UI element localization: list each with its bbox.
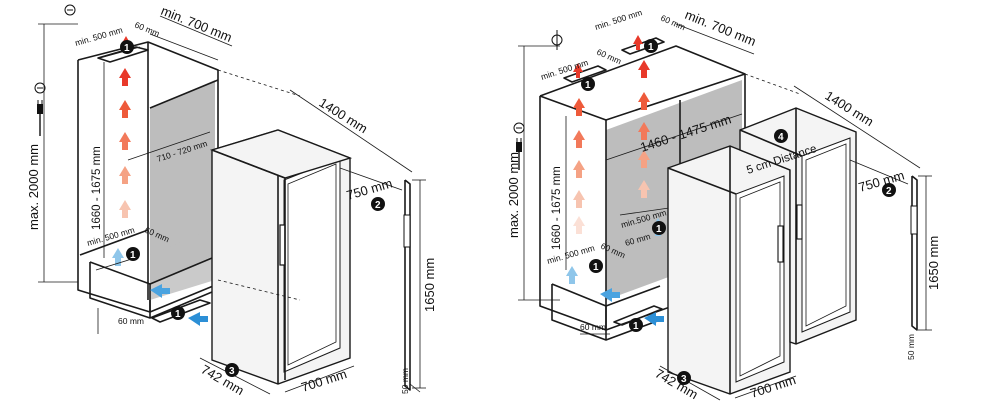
- right-top-vent-width: min. 500 mm: [594, 7, 644, 32]
- left-plinth-depth: 60 mm: [118, 316, 144, 326]
- right-dimensions: [518, 23, 932, 401]
- left-top-vent-width: min. 500 mm: [74, 25, 124, 48]
- left-top-vent-depth: 60 mm: [133, 20, 161, 39]
- svg-text:1: 1: [593, 262, 599, 273]
- left-top-depth: min. 700 mm: [159, 3, 234, 45]
- badge-1-top-a: 1: [644, 39, 658, 53]
- right-top-vent-depth: 60 mm: [659, 13, 687, 33]
- svg-text:2: 2: [886, 186, 892, 197]
- badge-1-low: 1: [589, 259, 603, 273]
- left-appliance: [209, 129, 411, 391]
- svg-text:3: 3: [681, 374, 687, 385]
- right-appliance-front: [667, 145, 791, 395]
- badge-2: 2: [371, 197, 385, 211]
- left-dimensions: [38, 15, 426, 395]
- badge-2: 2: [882, 183, 896, 197]
- svg-text:1: 1: [585, 80, 591, 91]
- left-inner-height: 1660 - 1675 mm: [91, 146, 103, 230]
- socket-icon: [551, 30, 563, 50]
- badge-1-mid: 1: [126, 247, 140, 261]
- right-appliance-back: [739, 107, 918, 345]
- left-badges: 1 1 1 2 3: [120, 40, 385, 377]
- left-diagram: max. 2000 mm min. 700 mm min. 500 mm 60 …: [26, 3, 437, 398]
- right-max-height: max. 2000 mm: [506, 152, 521, 238]
- right-inner-height: 1660 - 1675 mm: [551, 166, 563, 250]
- badge-3: 3: [225, 363, 239, 377]
- badge-1-plinth: 1: [629, 318, 643, 332]
- left-niche: [77, 41, 219, 323]
- badge-3: 3: [677, 371, 691, 385]
- left-door-open: 1400 mm: [316, 95, 370, 136]
- right-badges: 1 1 1 1 1 2 3 4: [581, 39, 896, 385]
- right-diagram: max. 2000 mm min. 700 mm min. 500 mm 60 …: [506, 7, 941, 402]
- badge-1-top: 1: [120, 40, 134, 54]
- svg-text:1: 1: [124, 43, 130, 54]
- right-top-depth: min. 700 mm: [683, 7, 758, 49]
- right-plinth-depth: 60 mm: [580, 322, 606, 332]
- power-plug-icon: [513, 122, 525, 170]
- svg-text:1: 1: [175, 309, 181, 320]
- svg-text:3: 3: [229, 366, 235, 377]
- svg-text:4: 4: [778, 132, 784, 143]
- socket-icon: [64, 4, 76, 16]
- svg-text:2: 2: [375, 200, 381, 211]
- right-airflow-arrows: [566, 35, 664, 326]
- left-airflow-arrows: [112, 36, 208, 326]
- power-plug-icon: [34, 82, 46, 136]
- svg-text:1: 1: [648, 42, 654, 53]
- badge-4: 4: [774, 129, 788, 143]
- badge-1-plinth: 1: [171, 306, 185, 320]
- left-height: 1650 mm: [422, 258, 437, 312]
- left-depth: 750 mm: [345, 176, 394, 203]
- left-max-height: max. 2000 mm: [26, 144, 41, 230]
- right-depth: 750 mm: [857, 168, 906, 195]
- left-gap: 50 mm: [400, 368, 410, 394]
- svg-text:1: 1: [130, 250, 136, 261]
- right-gap: 50 mm: [906, 334, 916, 360]
- badge-1-top-b: 1: [581, 77, 595, 91]
- badge-1-mid: 1: [652, 221, 666, 235]
- right-top-vent-depth-2: 60 mm: [595, 47, 623, 67]
- svg-text:1: 1: [656, 224, 662, 235]
- right-height: 1650 mm: [926, 236, 941, 290]
- svg-text:1: 1: [633, 321, 639, 332]
